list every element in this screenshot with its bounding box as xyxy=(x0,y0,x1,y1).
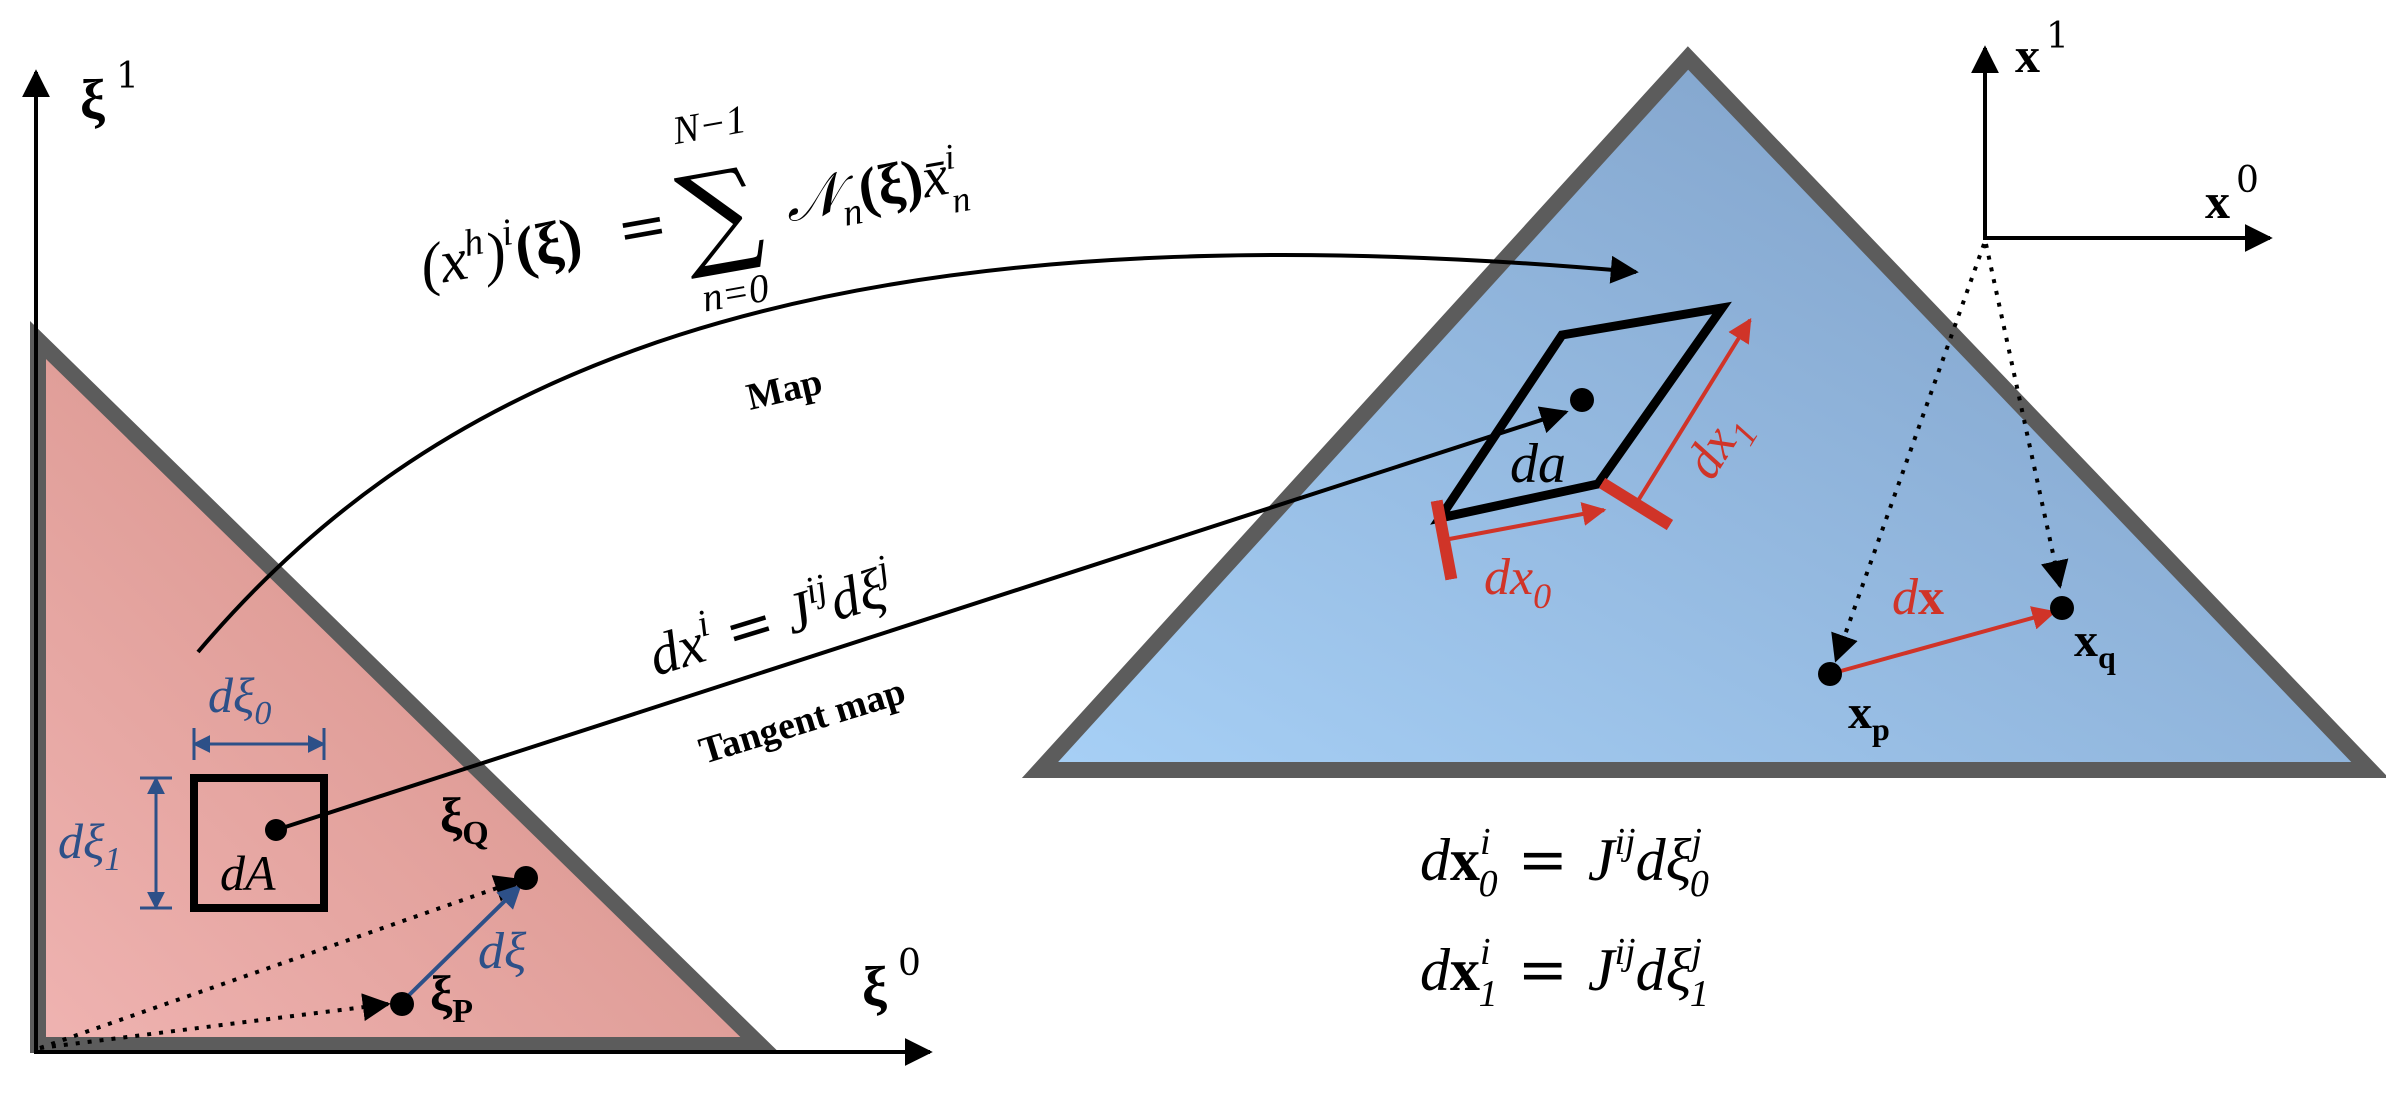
tangent-map-arrow xyxy=(275,406,1569,832)
dxi1-label: dξ1 xyxy=(58,813,121,878)
map-arrow xyxy=(196,253,1639,654)
point-xi-q-label: ξQ xyxy=(440,787,489,852)
physical-area-center xyxy=(1570,388,1594,412)
point-x-p xyxy=(1818,662,1842,686)
point-xi-p-label: ξP xyxy=(430,965,473,1030)
physical-area-label: da xyxy=(1510,433,1566,495)
map-equation-term: 𝒩n(ξ)x̄in xyxy=(779,135,974,249)
reference-area-center xyxy=(265,819,287,841)
point-xi-p xyxy=(390,992,414,1016)
xi0-axis-superscript: 0 xyxy=(898,943,921,984)
physical-axes: x 1 x 0 xyxy=(1971,16,2273,252)
point-x-q-label: xq xyxy=(2074,614,2116,675)
reference-area-label: dA xyxy=(220,845,276,901)
reference-triangle xyxy=(30,321,780,1053)
physical-triangle xyxy=(1021,46,2386,778)
x0-axis-label: x xyxy=(2205,173,2230,229)
dxi0-label: dξ0 xyxy=(208,667,271,732)
tangent-equation-text: dxi=Jijdξj xyxy=(639,547,902,689)
map-equation-lhs: (xh)i(ξ) = xyxy=(414,184,673,300)
reference-dxi-label: dξ xyxy=(478,923,527,980)
x0-axis-superscript: 0 xyxy=(2236,160,2259,201)
sum-symbol: ∑ xyxy=(669,143,770,285)
xi1-axis-superscript: 1 xyxy=(116,56,139,97)
reference-area-element xyxy=(190,774,328,912)
map-label: Map xyxy=(743,361,827,419)
map-equation: (xh)i(ξ) = N−1 ∑ n=0 𝒩n(ξ)x̄in xyxy=(414,96,974,321)
x1-axis-label: x xyxy=(2015,27,2040,83)
point-x-q xyxy=(2050,596,2074,620)
point-x-p-label: xp xyxy=(1848,686,1890,747)
dx1-dimension xyxy=(1598,317,1752,531)
dx0-dimension xyxy=(1430,499,1607,581)
physical-position-vector-q xyxy=(1984,243,2069,589)
x1-axis-superscript: 1 xyxy=(2046,16,2069,57)
physical-position-vector-p xyxy=(1831,243,1986,663)
dx0-label: dx0 xyxy=(1484,549,1551,616)
xi1-axis-label: ξ xyxy=(80,69,105,131)
reference-position-vector-q xyxy=(39,875,523,1050)
physical-dx-vector xyxy=(1829,606,2057,676)
physical-dx-label: dx xyxy=(1892,569,1944,626)
reference-axes: ξ 1 ξ 0 xyxy=(22,56,933,1066)
physical-area-element xyxy=(1430,301,1732,525)
xi0-axis-label: ξ xyxy=(862,956,887,1018)
tangent-equation: dxi=Jijdξj xyxy=(639,547,902,689)
point-xi-q xyxy=(514,866,538,890)
reference-dxi-vector xyxy=(400,884,522,1004)
